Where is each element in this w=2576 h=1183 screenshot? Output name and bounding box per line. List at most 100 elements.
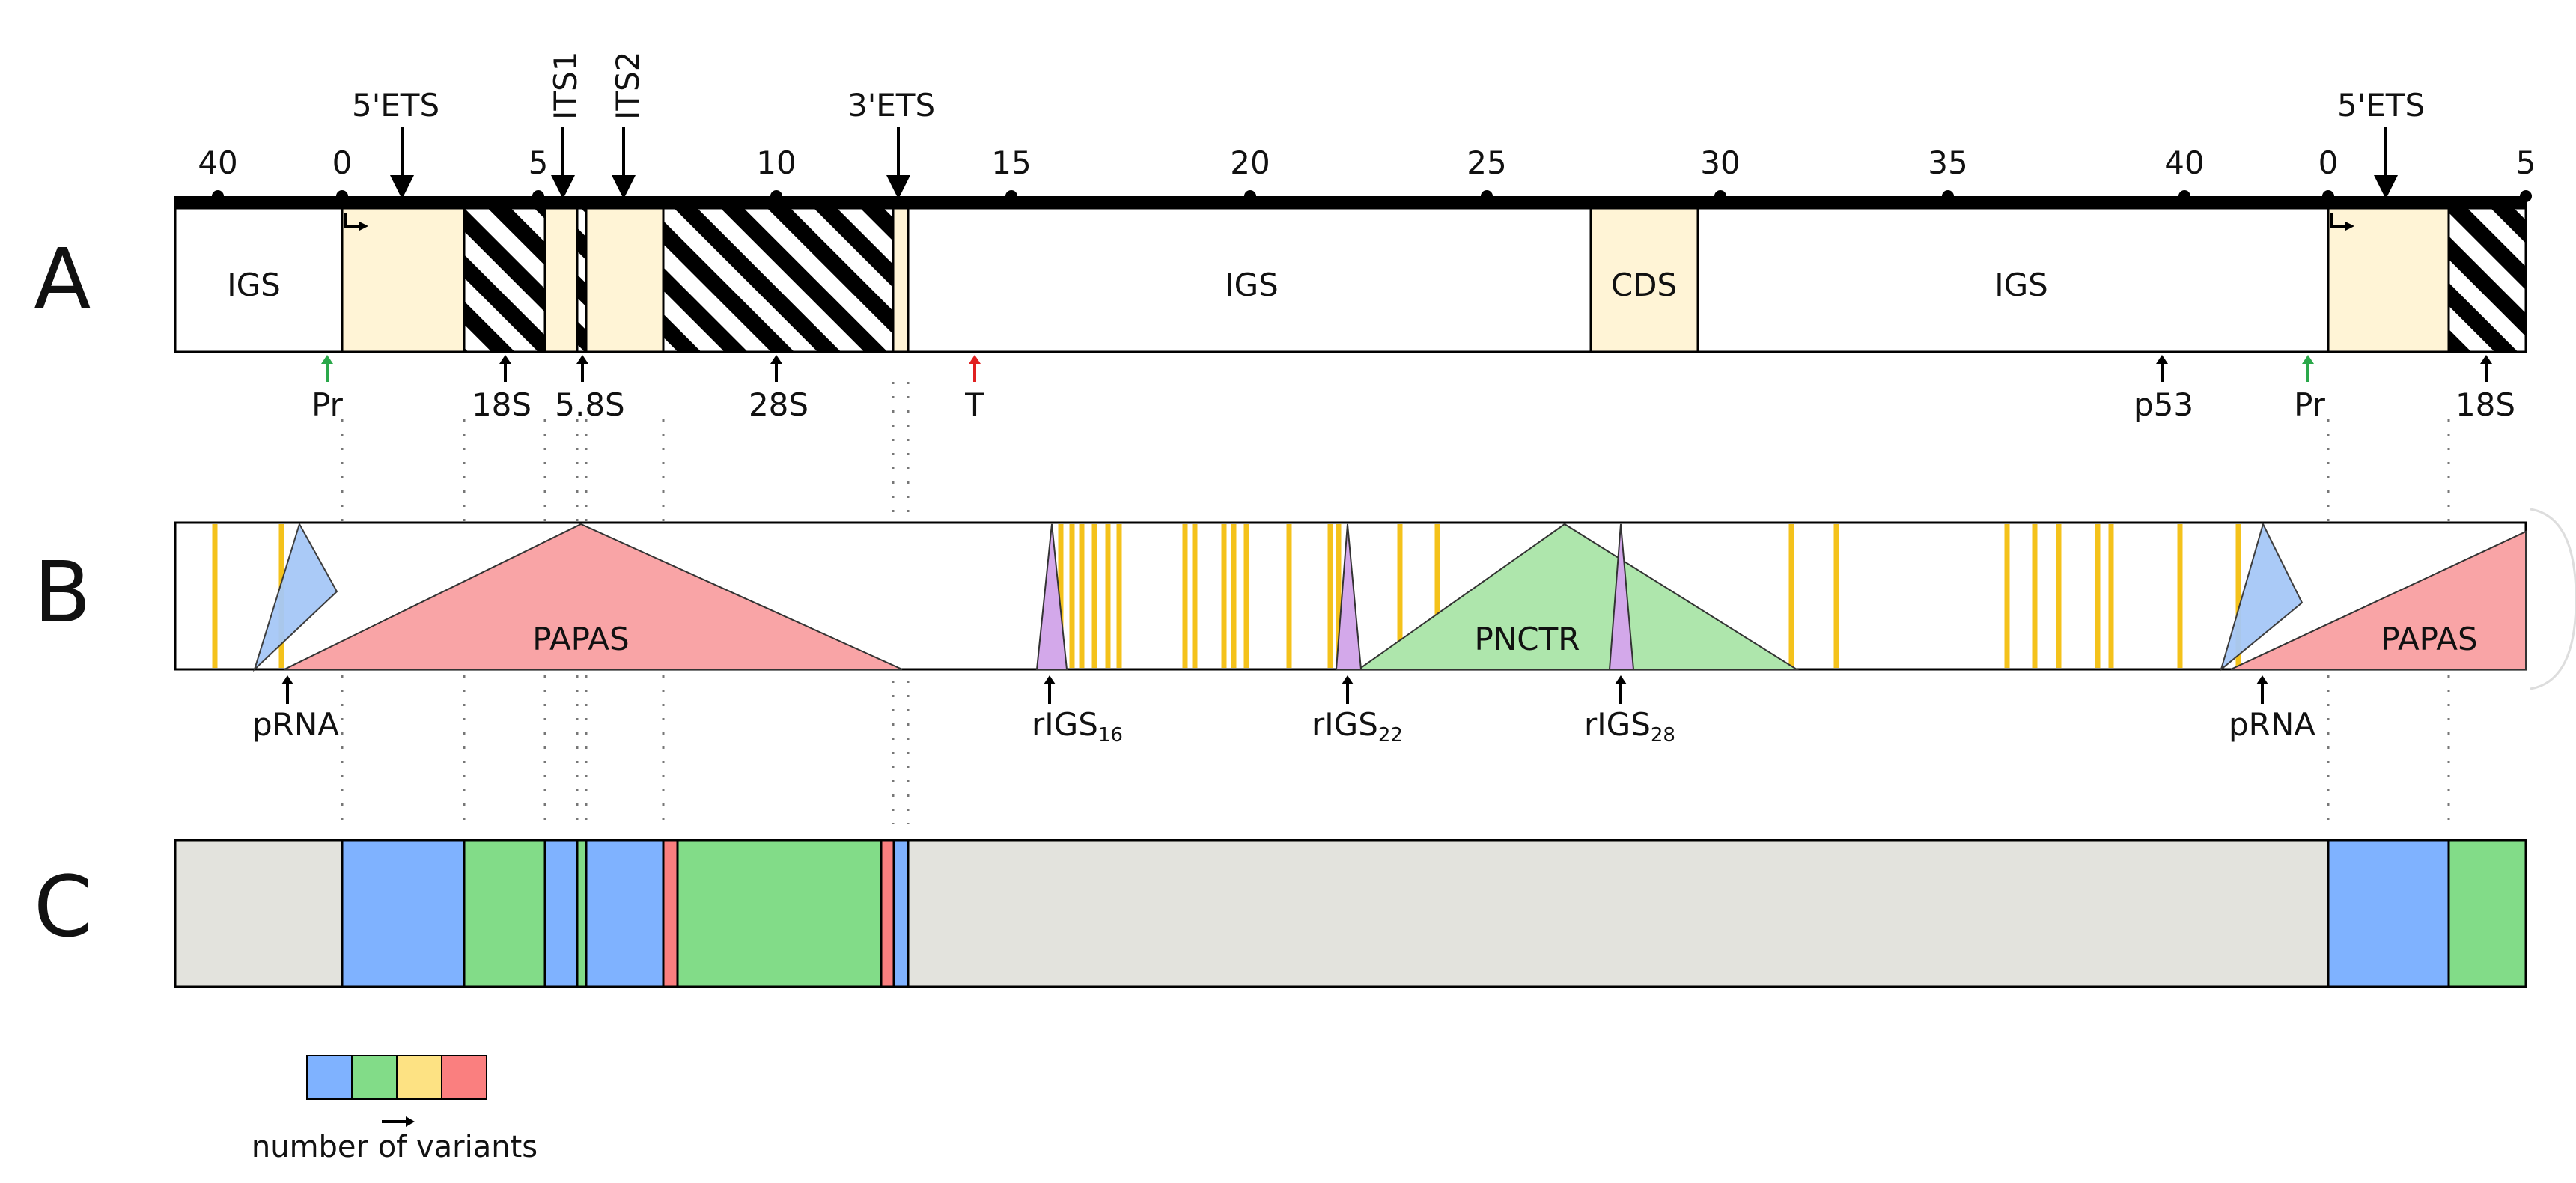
promoter-right-arrowhead-icon bbox=[2302, 355, 2314, 364]
ruler-tick-label: 35 bbox=[1928, 145, 1967, 181]
cds-label: CDS bbox=[1611, 267, 1677, 303]
pnctr-triangle bbox=[1356, 523, 1800, 670]
ruler-tick bbox=[532, 190, 544, 202]
s58-arrowhead-icon bbox=[576, 355, 588, 364]
legend-swatch-1 bbox=[306, 1055, 353, 1100]
rigs16-arrowhead-icon bbox=[1044, 675, 1056, 684]
segment-cds bbox=[1589, 207, 1699, 353]
ruler-tick-label: 5 bbox=[2516, 145, 2536, 181]
prna-right-arrowhead-icon bbox=[2256, 675, 2268, 684]
prna-triangle-left bbox=[252, 522, 338, 672]
panel-label-c: C bbox=[34, 859, 92, 956]
legend-label: number of variants bbox=[252, 1130, 538, 1164]
s18-right-arrowhead-icon bbox=[2480, 355, 2492, 364]
tss-arrowhead-right-icon bbox=[2345, 222, 2354, 231]
prna-left-label: pRNA bbox=[252, 706, 339, 743]
ruler-tick-label: 10 bbox=[756, 145, 796, 181]
rigs28-main: rIGS bbox=[1584, 706, 1651, 743]
rigs28-sub: 28 bbox=[1651, 724, 1675, 746]
c-block-3ets bbox=[892, 839, 910, 988]
igs-right-label: IGS bbox=[1994, 267, 2048, 303]
ruler-tick bbox=[2322, 190, 2334, 202]
ruler-tick bbox=[2178, 190, 2190, 202]
papas-triangle-left bbox=[284, 523, 903, 670]
segment-its2 bbox=[585, 207, 665, 353]
igs-middle-label: IGS bbox=[1225, 267, 1279, 303]
s18-left-arrowhead-icon bbox=[499, 355, 511, 364]
ruler-tick-label: 40 bbox=[198, 145, 237, 181]
pr-right-label: Pr bbox=[2294, 386, 2326, 423]
marker-its1-label: ITS1 bbox=[547, 52, 584, 120]
tss-arrowhead-left-icon bbox=[359, 222, 368, 231]
legend-swatch-2 bbox=[351, 1055, 398, 1100]
c-block-its2 bbox=[585, 839, 665, 988]
ruler-tick bbox=[336, 190, 348, 202]
ruler-tick bbox=[1244, 190, 1256, 202]
pr-left-label: Pr bbox=[311, 386, 344, 423]
c-block-18s-right bbox=[2447, 839, 2527, 988]
segment-3ets bbox=[892, 207, 910, 353]
papas-right-label: PAPAS bbox=[2381, 621, 2477, 657]
prna-triangle-right bbox=[2220, 522, 2304, 672]
s28-arrowhead-icon bbox=[770, 355, 782, 364]
segment-18s-right bbox=[2447, 207, 2527, 353]
ruler-tick bbox=[1005, 190, 1017, 202]
marker-3ets-label: 3'ETS bbox=[847, 87, 935, 124]
igs-left-label: IGS bbox=[227, 267, 281, 303]
rigs28-arrowhead-icon bbox=[1615, 675, 1627, 684]
ruler-tick-label: 0 bbox=[332, 145, 353, 181]
c-block-5ets-left bbox=[341, 839, 466, 988]
segment-its1 bbox=[543, 207, 579, 353]
tss-arrow-right-icon bbox=[2330, 213, 2350, 228]
c-block-18s-left bbox=[463, 839, 546, 988]
terminator-label: T bbox=[964, 386, 984, 423]
panel-a: IGS IGS CDS IGS Pr 18S 5.8S 28S bbox=[174, 207, 2527, 423]
ruler-tick bbox=[1714, 190, 1726, 202]
rigs16-label: rIGS16 bbox=[1032, 706, 1123, 746]
pnctr-label: PNCTR bbox=[1475, 621, 1580, 657]
18s-right-label: 18S bbox=[2455, 386, 2515, 423]
ruler-tick bbox=[1481, 190, 1493, 202]
tss-arrow-left-icon bbox=[344, 213, 364, 228]
top-markers: 5'ETS ITS1 ITS2 3'ETS 5'ETS bbox=[352, 52, 2425, 199]
legend-swatch-3 bbox=[396, 1055, 442, 1100]
ruler-tick-label: 20 bbox=[1230, 145, 1270, 181]
rigs22-sub: 22 bbox=[1378, 724, 1403, 746]
marker-its2-label: ITS2 bbox=[609, 52, 646, 120]
panel-label-a: A bbox=[34, 231, 91, 329]
legend-arrowhead-icon bbox=[406, 1116, 415, 1127]
ruler-tick-label: 40 bbox=[2164, 145, 2204, 181]
ruler-tick-label: 15 bbox=[991, 145, 1031, 181]
rigs22-arrowhead-icon bbox=[1342, 675, 1354, 684]
c-block-28s-start bbox=[662, 839, 679, 988]
ruler-tick-label: 25 bbox=[1467, 145, 1506, 181]
rigs28-triangle bbox=[1608, 523, 1635, 670]
prna-left-arrowhead-icon bbox=[281, 675, 293, 684]
ruler-tick bbox=[1942, 190, 1954, 202]
p53-label: p53 bbox=[2134, 386, 2193, 423]
rigs28-label: rIGS28 bbox=[1584, 706, 1675, 746]
variant-lines bbox=[212, 524, 2241, 668]
prna-right-label: pRNA bbox=[2229, 706, 2315, 743]
c-block-its1 bbox=[543, 839, 579, 988]
5-8s-label: 5.8S bbox=[555, 386, 624, 423]
legend: number of variants bbox=[252, 1055, 538, 1164]
p53-arrowhead-icon bbox=[2156, 355, 2168, 364]
18s-left-label: 18S bbox=[472, 386, 532, 423]
terminator-arrowhead-icon bbox=[969, 355, 981, 364]
papas-triangle-right bbox=[2230, 530, 2527, 670]
ruler-tick bbox=[2520, 190, 2532, 202]
marker-5ets-left-label: 5'ETS bbox=[352, 87, 439, 124]
ruler-tick bbox=[770, 190, 782, 202]
ruler-tick-label: 5 bbox=[529, 145, 549, 181]
ruler-bar bbox=[174, 196, 2527, 208]
panel-label-b: B bbox=[34, 544, 91, 642]
28s-label: 28S bbox=[749, 386, 809, 423]
c-block-5-8s bbox=[576, 839, 588, 988]
c-block-28s-end bbox=[880, 839, 895, 988]
segment-5-8s bbox=[576, 207, 588, 353]
